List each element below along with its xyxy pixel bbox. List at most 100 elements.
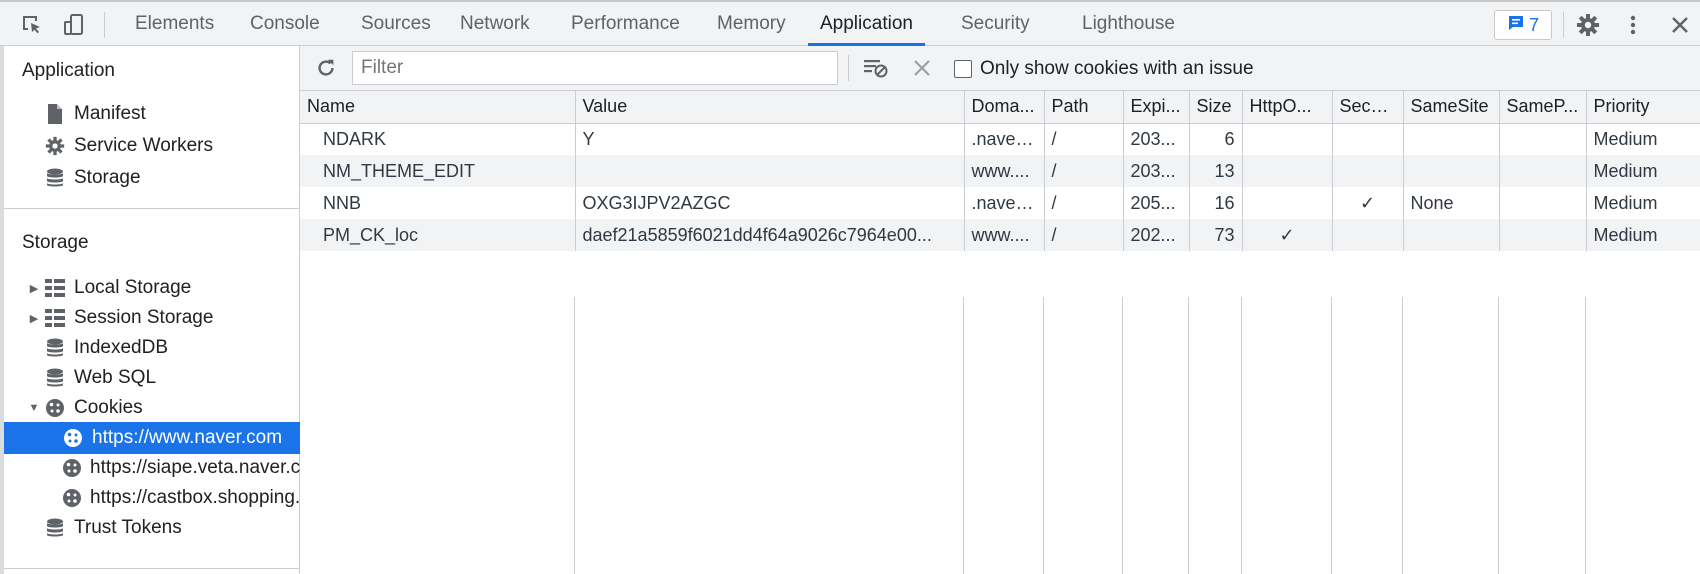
cookie-httponly-cell <box>1242 187 1333 219</box>
sidebar-item-cookies[interactable]: ▼ Cookies <box>4 392 300 424</box>
cookie-secure-cell <box>1332 219 1404 251</box>
cookie-domain-cell: www.... <box>964 155 1045 187</box>
only-issue-checkbox[interactable] <box>954 59 972 78</box>
column-divider <box>1585 297 1586 574</box>
cookie-samesite-cell: None <box>1403 187 1500 219</box>
cookie-httponly-cell <box>1242 155 1333 187</box>
sidebar-item-label: Cookies <box>74 397 143 418</box>
sidebar-item-manifest[interactable]: Manifest <box>4 98 300 130</box>
sidebar-item-label: https://castbox.shopping.naver.com <box>90 487 300 508</box>
cookie-httponly-cell <box>1242 123 1333 155</box>
column-header-size[interactable]: Size <box>1189 91 1243 124</box>
storage-section-title: Storage <box>22 232 89 253</box>
clear-all-icon[interactable] <box>908 54 936 82</box>
cookie-secure-cell: ✓ <box>1332 187 1404 219</box>
sidebar-cookie-origin-naver[interactable]: https://www.naver.com <box>4 422 300 454</box>
cookie-name-cell: PM_CK_loc <box>300 219 576 251</box>
tab-elements[interactable]: Elements <box>135 13 215 34</box>
devtools-toolbar: Elements Console Sources Network Perform… <box>0 0 1700 46</box>
table-row[interactable]: PM_CK_loc daef21a5859f6021dd4f64a9026c79… <box>300 219 1700 251</box>
expand-arrow-icon[interactable]: ▶ <box>29 312 39 325</box>
sidebar-item-label: Trust Tokens <box>74 517 182 538</box>
sidebar-cookie-origin-siape[interactable]: https://siape.veta.naver.com <box>4 452 300 484</box>
column-divider <box>1043 297 1044 574</box>
clear-filtered-cookies-icon[interactable] <box>862 54 890 82</box>
settings-gear-icon[interactable] <box>1574 11 1602 39</box>
database-icon <box>44 517 66 539</box>
column-header-httponly[interactable]: HttpO... <box>1242 91 1333 124</box>
column-divider <box>1188 297 1189 574</box>
tab-sources[interactable]: Sources <box>361 13 431 34</box>
table-row[interactable]: NM_THEME_EDIT www.... / 203... 13 Medium <box>300 155 1700 187</box>
tab-application[interactable]: Application <box>808 2 925 46</box>
tab-console[interactable]: Console <box>250 13 320 34</box>
column-header-path[interactable]: Path <box>1044 91 1124 124</box>
tab-security[interactable]: Security <box>961 13 1030 34</box>
column-header-sameparty[interactable]: SameP... <box>1499 91 1587 124</box>
filter-input[interactable] <box>352 51 838 85</box>
column-header-domain[interactable]: Doma... <box>964 91 1045 124</box>
cookie-domain-cell: .naver.... <box>964 187 1045 219</box>
sidebar-item-storage[interactable]: Storage <box>4 162 300 194</box>
gear-icon <box>44 135 66 157</box>
document-icon <box>44 103 66 125</box>
sidebar-item-web-sql[interactable]: Web SQL <box>4 362 300 394</box>
database-icon <box>44 337 66 359</box>
section-divider <box>4 208 300 209</box>
close-icon[interactable] <box>1666 11 1694 39</box>
tab-memory[interactable]: Memory <box>717 13 786 34</box>
sidebar-item-label: https://siape.veta.naver.com <box>90 457 300 478</box>
column-divider <box>1402 297 1403 574</box>
sidebar-item-indexeddb[interactable]: IndexedDB <box>4 332 300 364</box>
device-toolbar-icon[interactable] <box>60 11 88 39</box>
column-header-samesite[interactable]: SameSite <box>1403 91 1500 124</box>
expand-arrow-icon[interactable]: ▶ <box>29 282 39 295</box>
collapse-arrow-icon[interactable]: ▼ <box>28 402 40 414</box>
issues-count: 7 <box>1528 14 1539 35</box>
sidebar-item-session-storage[interactable]: ▶ Session Storage <box>4 302 300 334</box>
cookie-samesite-cell <box>1403 123 1500 155</box>
cookie-size-cell: 13 <box>1189 155 1243 187</box>
table-row[interactable]: NNB OXG3IJPV2AZGC .naver.... / 205... 16… <box>300 187 1700 219</box>
cookie-sameparty-cell <box>1499 123 1587 155</box>
cookie-name-cell: NM_THEME_EDIT <box>300 155 576 187</box>
column-header-value[interactable]: Value <box>575 91 965 124</box>
sidebar-cookie-origin-castbox[interactable]: https://castbox.shopping.naver.com <box>4 482 300 514</box>
sidebar-item-label: Manifest <box>74 103 146 124</box>
refresh-icon[interactable] <box>312 54 340 82</box>
cookie-size-cell: 73 <box>1189 219 1243 251</box>
column-divider <box>963 297 964 574</box>
column-header-priority[interactable]: Priority <box>1586 91 1700 124</box>
cookie-secure-cell <box>1332 155 1404 187</box>
sidebar-item-trust-tokens[interactable]: Trust Tokens <box>4 512 300 544</box>
cookie-priority-cell: Medium <box>1586 123 1700 155</box>
cookie-path-cell: / <box>1044 123 1124 155</box>
sidebar-item-label: Session Storage <box>74 307 214 328</box>
sidebar-item-label: Service Workers <box>74 135 214 156</box>
sidebar-item-label: Web SQL <box>74 367 157 388</box>
cookie-expires-cell: 203... <box>1123 155 1190 187</box>
issues-button[interactable]: 7 <box>1494 10 1552 40</box>
cookie-value-cell: Y <box>575 123 965 155</box>
column-header-secure[interactable]: Secu... <box>1332 91 1404 124</box>
column-divider <box>1498 297 1499 574</box>
toolbar-separator <box>848 55 849 81</box>
tab-performance[interactable]: Performance <box>571 13 680 34</box>
more-options-icon[interactable] <box>1619 11 1647 39</box>
tab-network[interactable]: Network <box>460 13 530 34</box>
cookie-icon <box>62 487 82 509</box>
inspect-element-icon[interactable] <box>18 11 46 39</box>
table-grid-icon <box>44 277 66 299</box>
cookie-expires-cell: 202... <box>1123 219 1190 251</box>
cookie-httponly-cell: ✓ <box>1242 219 1333 251</box>
table-row[interactable]: NDARK Y .naver.... / 203... 6 Medium <box>300 123 1700 155</box>
sidebar-item-service-workers[interactable]: Service Workers <box>4 130 300 162</box>
column-header-expires[interactable]: Expi... <box>1123 91 1190 124</box>
cookie-value-cell <box>575 155 965 187</box>
only-issue-checkbox-row[interactable]: Only show cookies with an issue <box>954 46 1254 91</box>
column-header-name[interactable]: Name <box>300 91 576 124</box>
cookie-secure-cell <box>1332 123 1404 155</box>
section-divider <box>4 568 300 569</box>
tab-lighthouse[interactable]: Lighthouse <box>1082 13 1175 34</box>
sidebar-item-local-storage[interactable]: ▶ Local Storage <box>4 272 300 304</box>
